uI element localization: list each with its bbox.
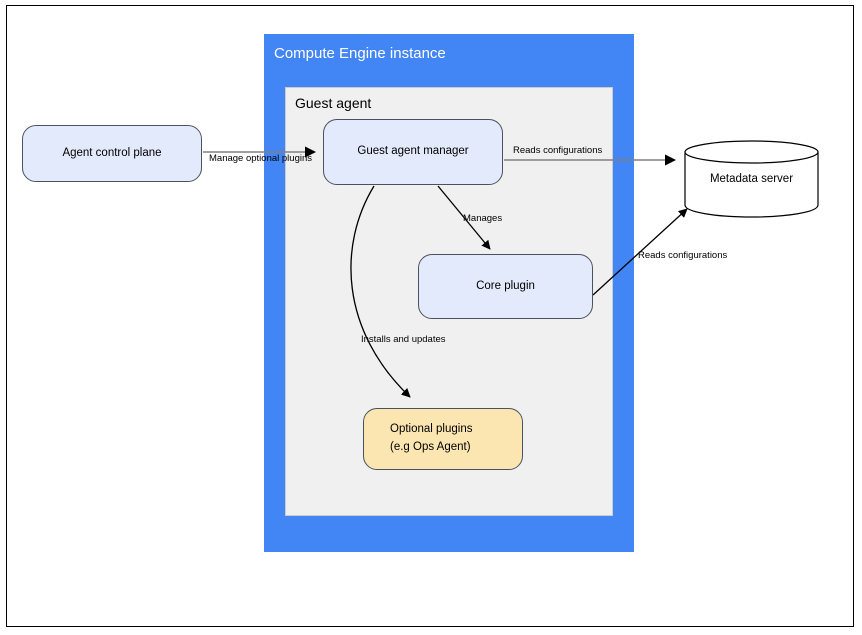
node-optional-plugins-label-line2: (e.g Ops Agent) xyxy=(390,441,471,453)
node-guest-agent-manager-label: Guest agent manager xyxy=(357,145,469,158)
compute-engine-instance-label: Compute Engine instance xyxy=(274,45,446,62)
edge-label-installs-and-updates: Installs and updates xyxy=(361,334,446,345)
edge-label-reads-configurations-top: Reads configurations xyxy=(513,145,603,156)
node-metadata-server[interactable]: Metadata server xyxy=(684,139,819,218)
node-agent-control-plane[interactable]: Agent control plane xyxy=(22,125,202,182)
node-optional-plugins[interactable]: Optional plugins (e.g Ops Agent) xyxy=(363,408,523,470)
edge-label-manages: Manages xyxy=(463,213,503,224)
node-guest-agent-manager[interactable]: Guest agent manager xyxy=(323,119,503,185)
cylinder-shape xyxy=(684,140,819,218)
guest-agent-label: Guest agent xyxy=(295,95,372,111)
edge-label-manage-optional-plugins: Manage optional plugins xyxy=(209,153,312,164)
node-optional-plugins-label-line1: Optional plugins xyxy=(390,423,473,436)
node-core-plugin[interactable]: Core plugin xyxy=(418,254,593,319)
edge-label-reads-configurations-bottom: Reads configurations xyxy=(638,250,728,261)
node-metadata-server-label: Metadata server xyxy=(709,172,794,185)
node-core-plugin-label: Core plugin xyxy=(476,279,535,292)
node-agent-control-plane-label: Agent control plane xyxy=(62,146,162,159)
